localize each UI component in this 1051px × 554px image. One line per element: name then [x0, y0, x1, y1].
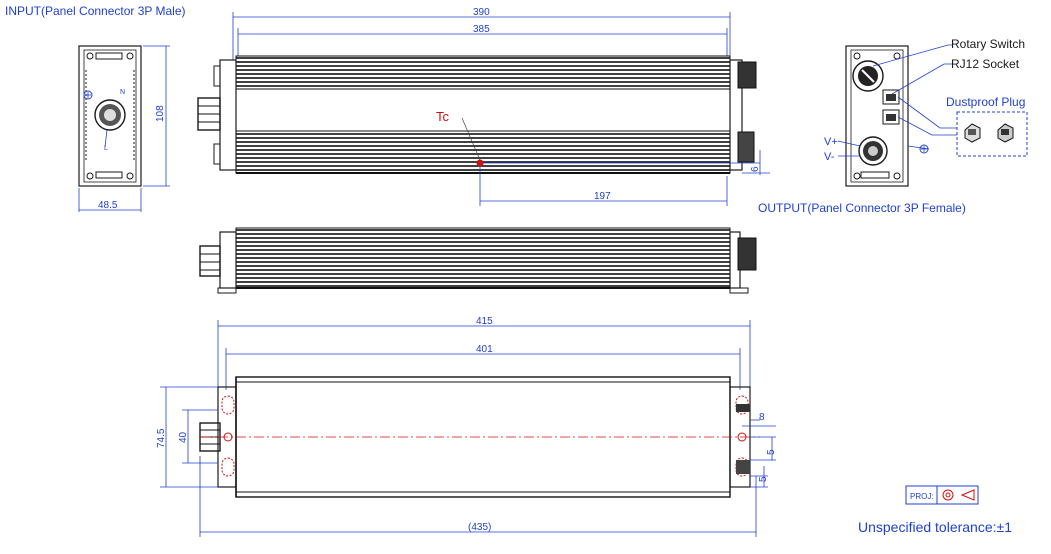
- tc-label: Tc: [436, 109, 450, 124]
- dim-5a: 5: [766, 449, 777, 455]
- output-connector: [858, 136, 888, 166]
- input-panel-outline: [78, 45, 142, 187]
- input-connector: [94, 99, 126, 131]
- rj12-socket-1: [882, 89, 900, 105]
- dim-390: 390: [473, 7, 490, 18]
- rj12-socket-label: RJ12 Socket: [951, 57, 1020, 71]
- rotary-switch-label: Rotary Switch: [951, 37, 1025, 51]
- middle-side-view: [199, 227, 757, 294]
- pin-l-label: L: [104, 145, 108, 152]
- projection-symbol: PROJ:: [905, 485, 979, 505]
- output-label: OUTPUT(Panel Connector 3P Female): [758, 201, 966, 215]
- output-end-view: V+ V- Rotary Switch RJ12 Socket Dustproo…: [758, 37, 1028, 215]
- dim-415: 415: [476, 316, 493, 327]
- dustproof-plug-label: Dustproof Plug: [946, 95, 1025, 109]
- v-plus-label: V+: [824, 136, 838, 148]
- pin-n-label: N: [120, 89, 125, 96]
- dim-108: 108: [155, 105, 166, 122]
- dim-385: 385: [473, 24, 490, 35]
- output-connector-side: [737, 131, 755, 163]
- middle-output-connector: [737, 237, 757, 271]
- heatsink-lower-fins: [235, 130, 731, 174]
- top-side-view: 390 385 Tc 6 197: [197, 7, 770, 206]
- input-label: INPUT(Panel Connector 3P Male): [5, 4, 186, 18]
- dim-6: 6: [750, 166, 761, 172]
- dustproof-plug-icon-1: [964, 123, 981, 143]
- proj-label: PROJ:: [910, 492, 934, 501]
- dustproof-plug-icon-2: [997, 123, 1014, 143]
- dim-435: (435): [468, 522, 491, 533]
- dim-197: 197: [594, 191, 611, 202]
- middle-heatsink: [235, 227, 731, 289]
- input-end-view: N L 108 48.5: [78, 45, 170, 212]
- output-panel-outline: [845, 45, 909, 187]
- tolerance-note: Unspecified tolerance:±1: [858, 519, 1012, 535]
- dim-8: 8: [759, 412, 765, 423]
- bottom-plan-view: 415 401 74.5: [156, 316, 777, 537]
- heatsink-upper-fins: [235, 55, 731, 90]
- tc-point: [476, 159, 484, 167]
- dustproof-plug-box: [956, 111, 1028, 157]
- dim-5b: 5: [758, 476, 769, 482]
- dim-401: 401: [476, 344, 493, 355]
- dim-74-5: 74.5: [156, 428, 167, 448]
- rj12-socket-2: [882, 109, 900, 125]
- dim-40: 40: [178, 431, 189, 443]
- v-minus-label: V-: [824, 151, 835, 163]
- rotary-switch-side: [737, 61, 757, 89]
- dim-48-5: 48.5: [98, 200, 118, 211]
- ground-icon: [83, 90, 93, 100]
- rotary-switch: [852, 60, 884, 92]
